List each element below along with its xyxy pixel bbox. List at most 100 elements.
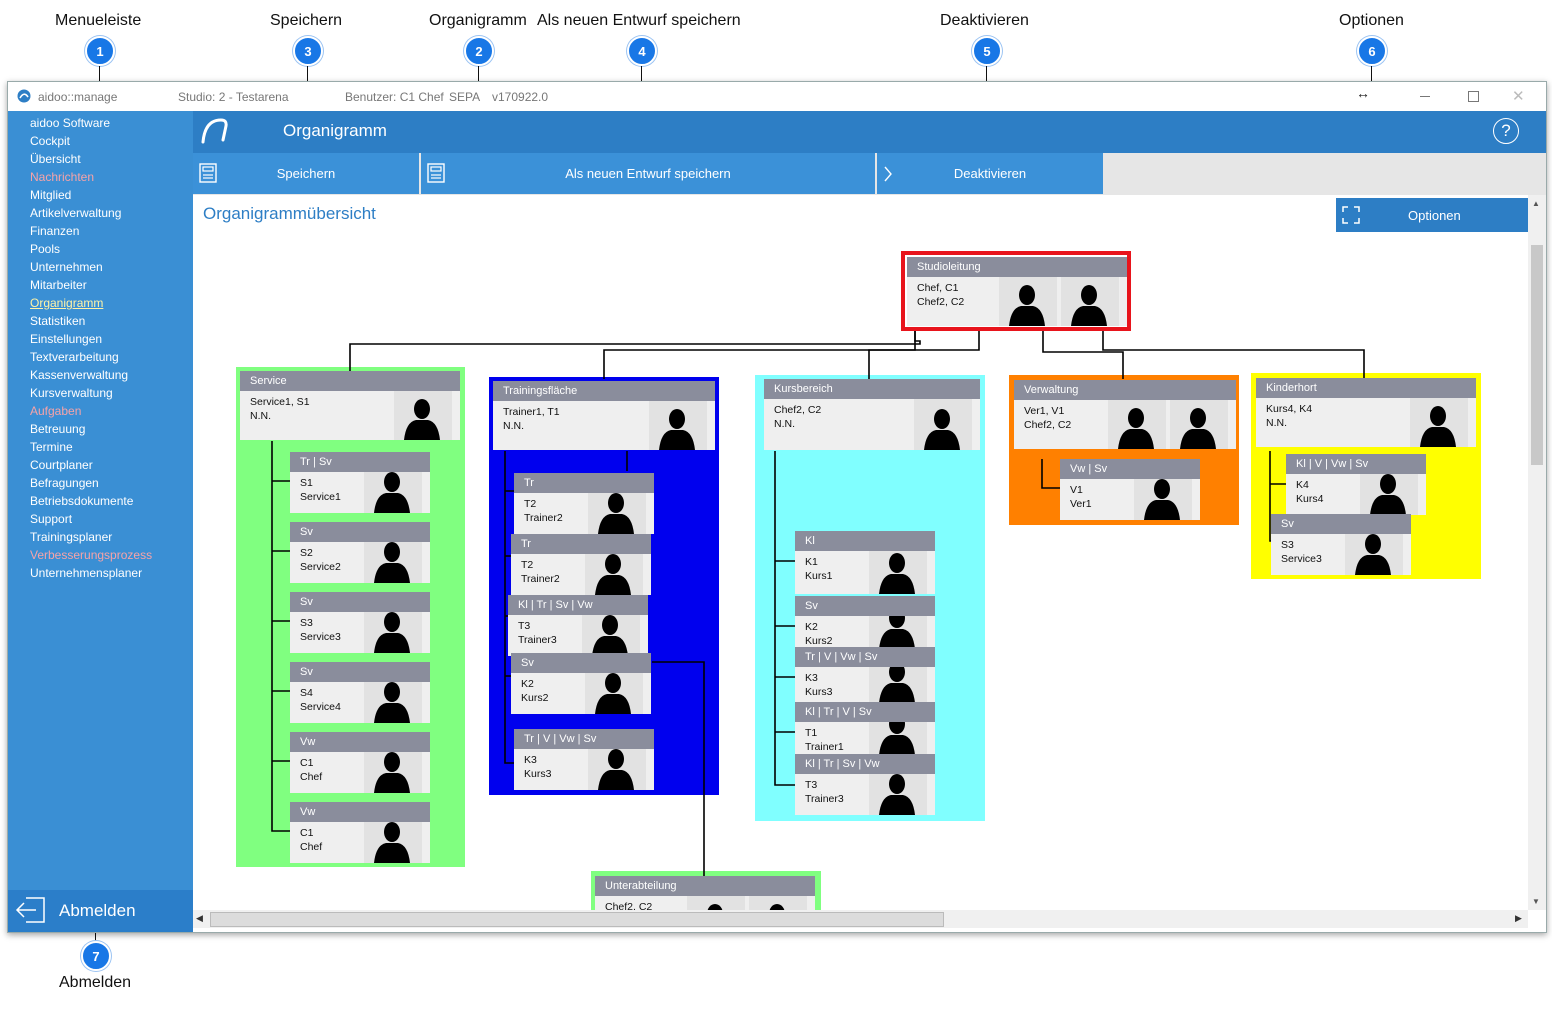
callout-label: Speichern [270, 12, 343, 29]
card-line-2: Service4 [300, 701, 341, 713]
sidebar-item[interactable]: Betriebsdokumente [30, 494, 134, 508]
main-area: Organigramm ? Speichern [193, 111, 1546, 932]
card-line-2: Chef [300, 771, 323, 783]
deactivate-button[interactable]: Deaktivieren [877, 153, 1103, 194]
scroll-left-icon[interactable]: ◀ [196, 913, 203, 923]
card-line-1: S3 [300, 617, 313, 629]
sidebar-item[interactable]: Artikelverwaltung [30, 206, 122, 220]
sidebar-item[interactable]: Verbesserungsprozess [30, 548, 153, 562]
avatar [914, 399, 972, 450]
help-icon[interactable]: ? [1493, 118, 1519, 144]
callout-label: Deaktivieren [940, 12, 1029, 29]
sidebar-item[interactable]: Nachrichten [30, 170, 95, 184]
scroll-thumb[interactable] [1531, 245, 1543, 465]
save-draft-button[interactable]: Als neuen Entwurf speichern [421, 153, 875, 194]
vertical-scrollbar[interactable]: ▲ ▼ [1528, 195, 1546, 910]
person-silhouette-icon [1144, 479, 1180, 520]
avatar [585, 554, 643, 595]
card-title: Sv [795, 596, 935, 616]
scroll-thumb[interactable] [210, 912, 944, 927]
sidebar-item[interactable]: Organigramm [30, 296, 104, 310]
card-title: Kl | Tr | Sv | Vw [795, 754, 935, 774]
sidebar-item[interactable]: Finanzen [30, 224, 80, 238]
sidebar-item[interactable]: Betreuung [30, 422, 86, 436]
sidebar-item[interactable]: Pools [30, 242, 61, 256]
scroll-up-icon[interactable]: ▲ [1532, 199, 1540, 208]
card-line-1: T3 [805, 779, 818, 791]
sidebar-item[interactable]: Kursverwaltung [30, 386, 113, 400]
connector-line [774, 451, 796, 786]
save-button[interactable]: Speichern [193, 153, 419, 194]
resize-icon[interactable]: ↔ [1356, 85, 1370, 101]
options-button[interactable]: Optionen [1336, 198, 1528, 232]
logout-button[interactable]: Abmelden [8, 890, 193, 932]
version-label: v170922.0 [492, 90, 549, 104]
sidebar-item[interactable]: Aufgaben [30, 404, 82, 418]
sidebar-item[interactable]: Support [30, 512, 73, 526]
sidebar-item[interactable]: Statistiken [30, 314, 86, 328]
card-line-1: K1 [805, 556, 818, 568]
sidebar-item[interactable]: Kassenverwaltung [30, 368, 129, 382]
sidebar-item[interactable]: Unternehmensplaner [30, 566, 143, 580]
horizontal-scrollbar[interactable]: ◀ ▶ [193, 910, 1528, 928]
card-line-1: S3 [1281, 539, 1294, 551]
card-line-2: N.N. [503, 420, 524, 432]
connector-line [1041, 459, 1062, 489]
callout-label: Optionen [1339, 12, 1404, 29]
minimize-icon[interactable] [1420, 96, 1430, 97]
card-line-1: K2 [521, 678, 534, 690]
avatar [1345, 534, 1403, 575]
scroll-down-icon[interactable]: ▼ [1532, 897, 1540, 906]
sidebar-item[interactable]: Courtplaner [30, 458, 93, 472]
sidebar-item[interactable]: Trainingsplaner [30, 530, 113, 544]
sidebar-item[interactable]: Mitarbeiter [30, 278, 87, 292]
logout-arrow-icon [15, 897, 45, 923]
sidebar-item[interactable]: Befragungen [30, 476, 99, 490]
person-silhouette-icon [1420, 406, 1456, 447]
maximize-icon[interactable] [1468, 91, 1479, 102]
card-line-2: Trainer2 [524, 512, 563, 524]
sidebar-item[interactable]: Einstellungen [30, 332, 103, 346]
sidebar-item[interactable]: Textverarbeitung [30, 350, 119, 364]
close-icon[interactable]: ✕ [1512, 88, 1525, 105]
avatar [687, 896, 745, 910]
card-title: Tr [511, 534, 651, 554]
sidebar-item[interactable]: Termine [30, 440, 73, 454]
sidebar-item[interactable]: Mitglied [30, 188, 72, 202]
connector-line [349, 329, 921, 373]
sidebar-item[interactable]: Übersicht [30, 152, 81, 166]
sidebar-item[interactable]: Unternehmen [30, 260, 103, 274]
sidebar-item[interactable]: Cockpit [30, 134, 71, 148]
scroll-right-icon[interactable]: ▶ [1515, 913, 1522, 923]
card-title: Sv [290, 662, 430, 682]
sidebar-item[interactable]: aidoo Software [30, 116, 111, 130]
avatar [585, 673, 643, 714]
